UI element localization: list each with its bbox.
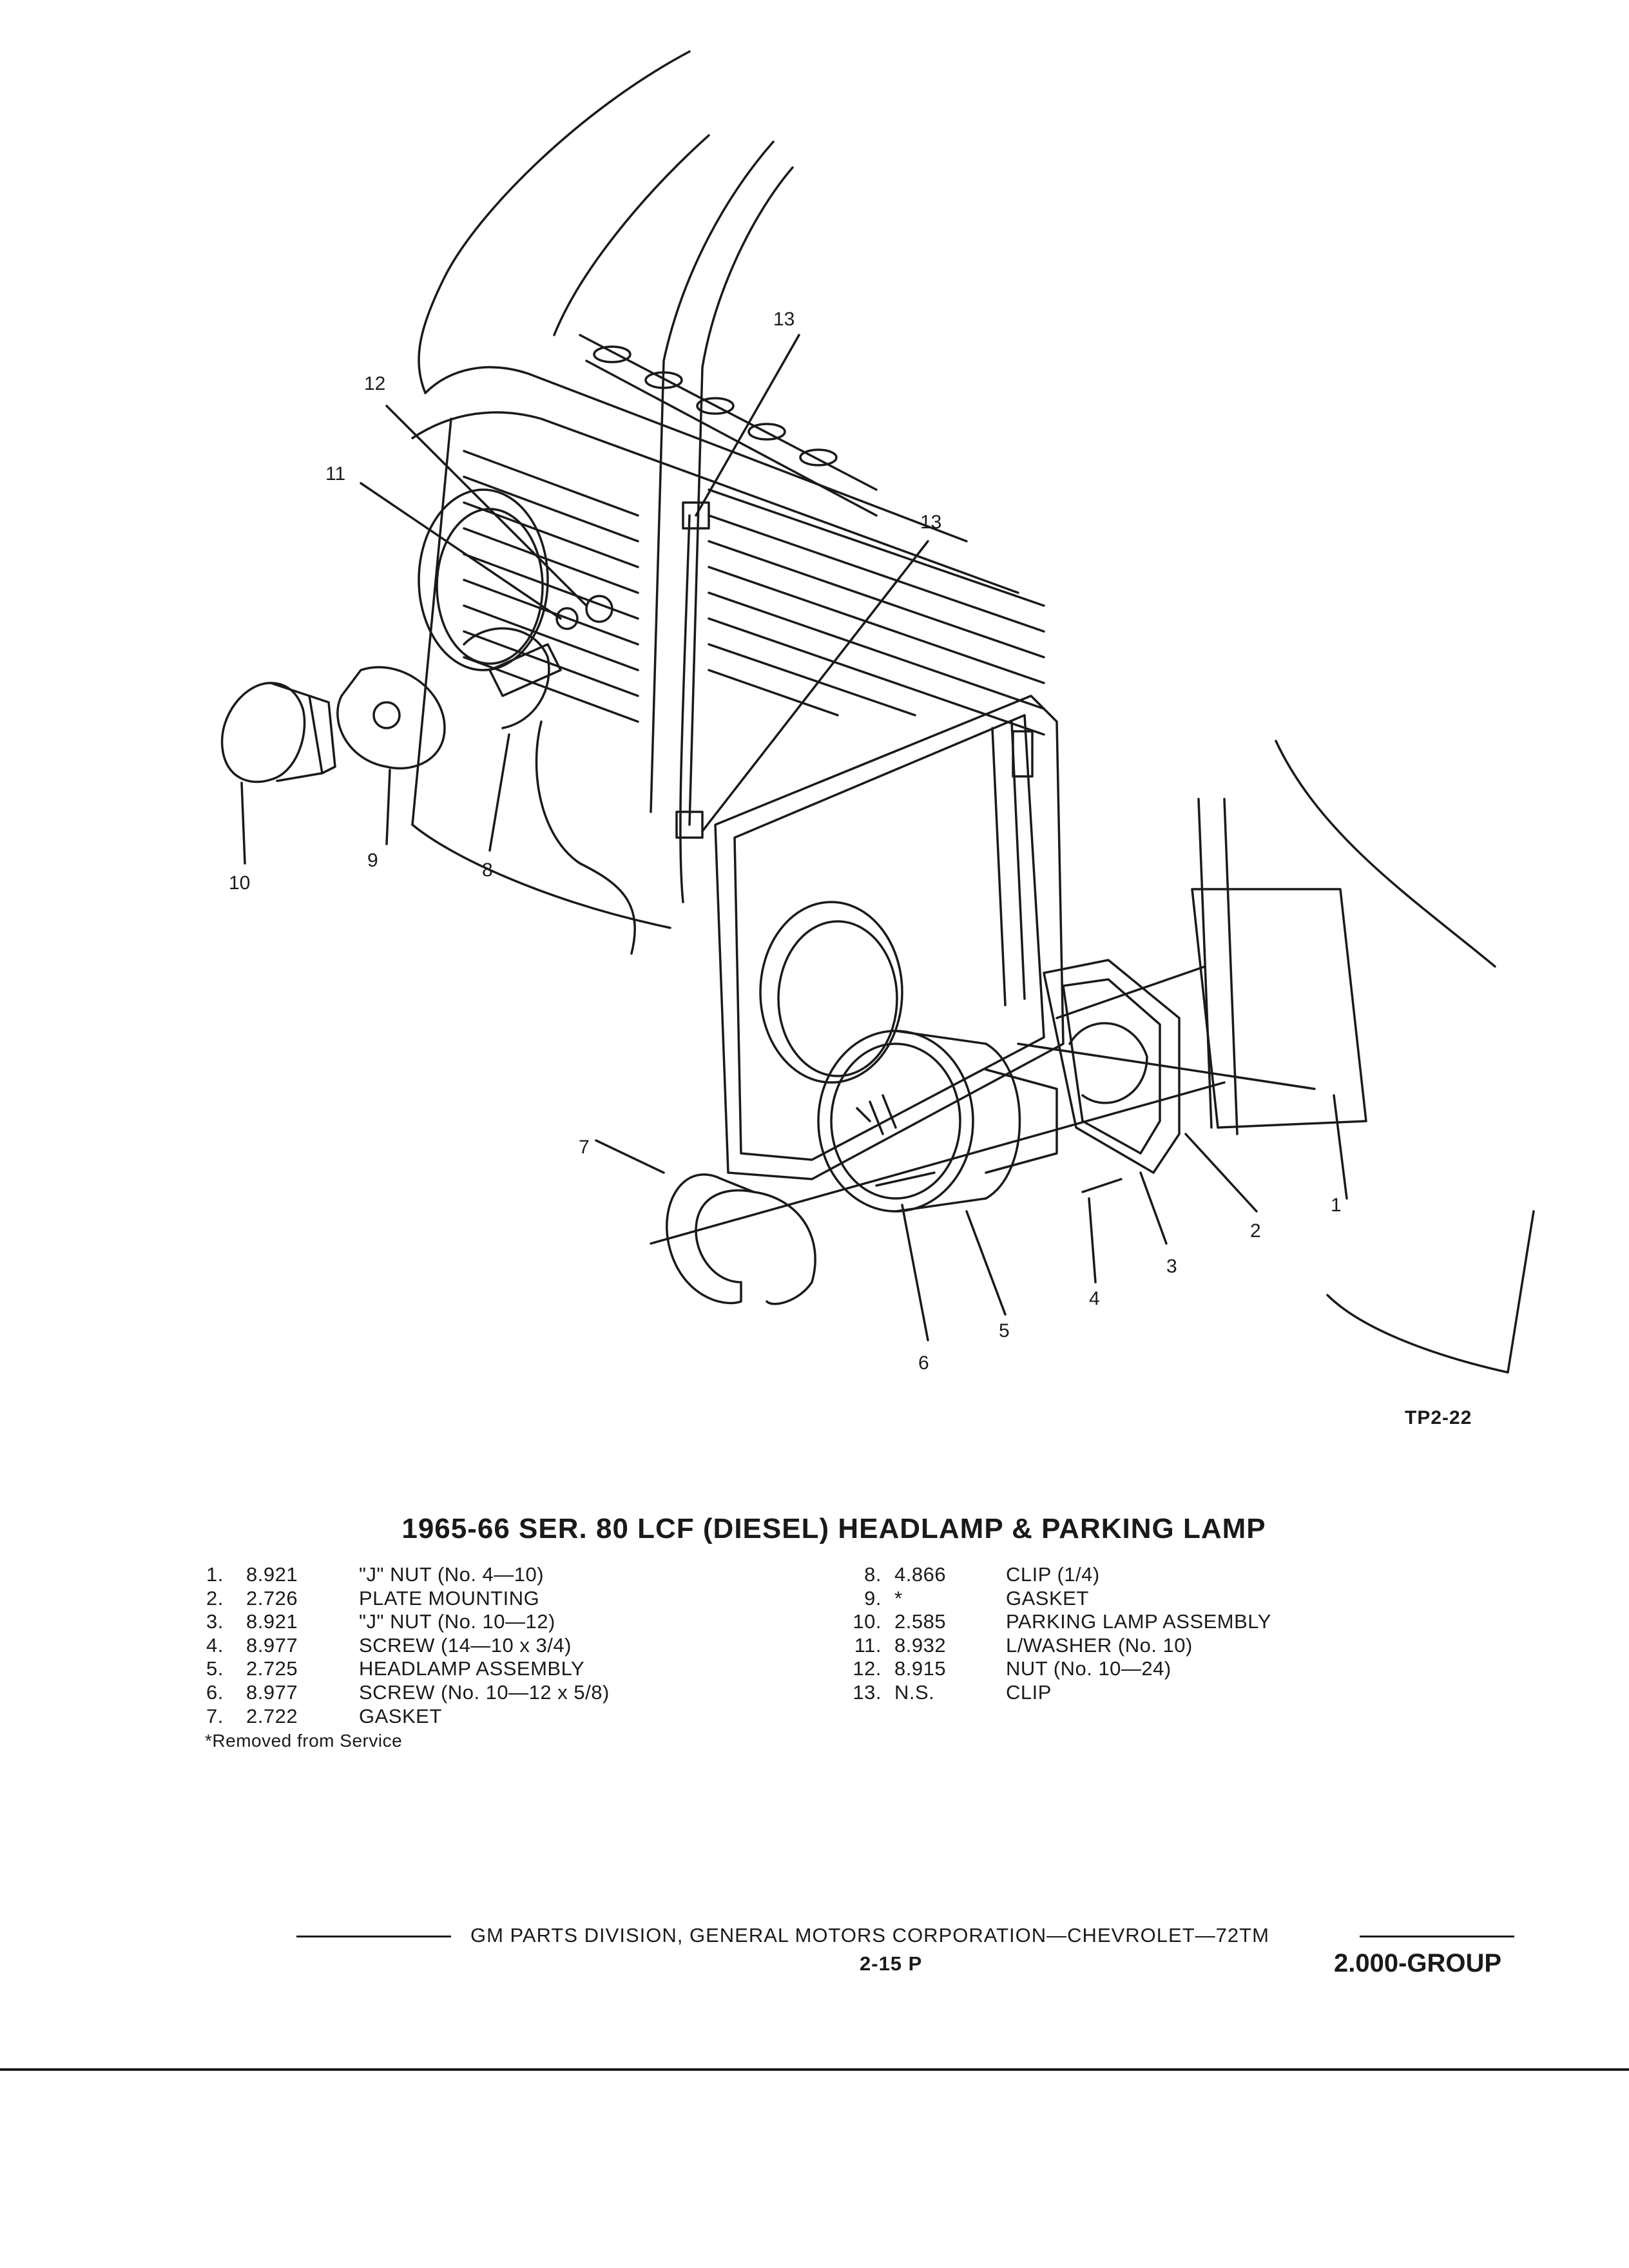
item-number: 4. <box>206 1633 224 1657</box>
parts-row: 13. N.S. CLIP <box>844 1681 1271 1705</box>
parts-row: 7. 2.722 GASKET <box>206 1705 610 1729</box>
part-description: "J" NUT (No. 10—12) <box>359 1610 555 1633</box>
item-number: 3. <box>206 1610 224 1633</box>
part-number: N.S. <box>894 1680 935 1704</box>
leader-8 <box>488 733 510 852</box>
part-description: PLATE MOUNTING <box>359 1586 540 1610</box>
parts-row: 12. 8.915 NUT (No. 10—24) <box>844 1657 1271 1681</box>
callout-8: 8 <box>482 860 493 881</box>
callout-7: 7 <box>579 1137 590 1158</box>
part-description: HEADLAMP ASSEMBLY <box>359 1657 585 1680</box>
item-number: 10. <box>853 1610 882 1633</box>
figure-code: TP2-22 <box>1405 1407 1472 1428</box>
part-description: CLIP (1/4) <box>1006 1563 1100 1586</box>
part-number: 2.725 <box>246 1657 298 1680</box>
parts-row: 4. 8.977 SCREW (14—10 x 3/4) <box>206 1634 610 1658</box>
callout-4: 4 <box>1089 1288 1100 1309</box>
item-number: 6. <box>206 1680 224 1704</box>
exploded-parts-diagram: 13 13 12 11 10 9 8 7 6 5 4 3 2 1 <box>220 50 1535 1374</box>
footnote: *Removed from Service <box>205 1731 403 1751</box>
part-number: 8.977 <box>246 1633 298 1657</box>
leader-6 <box>901 1204 929 1341</box>
item-number: 1. <box>206 1563 224 1586</box>
leader-13a <box>695 334 800 517</box>
item-number: 8. <box>864 1563 882 1586</box>
part-number: 8.921 <box>246 1563 298 1586</box>
cab-a-pillar <box>650 140 775 813</box>
group-number: 2.000-GROUP <box>1334 1949 1502 1977</box>
cab-roof-inner <box>553 134 710 336</box>
part-number: 8.977 <box>246 1680 298 1704</box>
footer-rule-left <box>296 1936 451 1937</box>
parts-row: 6. 8.977 SCREW (No. 10—12 x 5/8) <box>206 1681 610 1705</box>
parts-row: 8. 4.866 CLIP (1/4) <box>844 1563 1271 1587</box>
parking-lamp <box>220 682 306 783</box>
callout-13b: 13 <box>920 512 941 533</box>
callout-9: 9 <box>367 850 378 871</box>
callout-6: 6 <box>918 1352 929 1374</box>
part-description: SCREW (14—10 x 3/4) <box>359 1633 572 1657</box>
gasket-ring <box>666 1173 755 1305</box>
part-description: NUT (No. 10—24) <box>1006 1657 1171 1680</box>
page-number: 2-15 P <box>860 1952 923 1975</box>
callout-1: 1 <box>1331 1195 1342 1216</box>
cab-roof-curve <box>418 50 691 394</box>
callout-3: 3 <box>1166 1256 1177 1277</box>
parts-list-right: 8. 4.866 CLIP (1/4) 9. * GASKET 10. 2.585 PARK… <box>844 1563 1271 1705</box>
leader-12 <box>385 405 588 607</box>
item-number: 7. <box>206 1704 224 1727</box>
part-number: * <box>894 1586 903 1610</box>
leader-4 <box>1088 1197 1097 1283</box>
parts-row: 1. 8.921 "J" NUT (No. 4—10) <box>206 1563 610 1587</box>
callout-10: 10 <box>229 872 250 894</box>
leader-2 <box>1184 1133 1258 1213</box>
item-number: 12. <box>853 1657 882 1680</box>
part-number: 4.866 <box>894 1563 947 1586</box>
leader-9 <box>385 769 391 845</box>
callout-13a: 13 <box>773 309 795 330</box>
callout-5: 5 <box>999 1320 1010 1341</box>
leader-3 <box>1139 1171 1168 1245</box>
part-description: PARKING LAMP ASSEMBLY <box>1006 1610 1271 1633</box>
footer-text: GM PARTS DIVISION, GENERAL MOTORS CORPOR… <box>470 1924 1269 1946</box>
item-number: 2. <box>206 1586 224 1610</box>
parts-row: 3. 8.921 "J" NUT (No. 10—12) <box>206 1610 610 1634</box>
part-number: 2.722 <box>246 1704 298 1727</box>
part-number: 8.915 <box>894 1657 947 1680</box>
part-number: 2.726 <box>246 1586 298 1610</box>
leader-13b <box>701 540 929 832</box>
item-number: 11. <box>854 1633 882 1657</box>
part-number: 8.932 <box>894 1633 947 1657</box>
parts-row: 11. 8.932 L/WASHER (No. 10) <box>844 1634 1271 1658</box>
parts-row: 10. 2.585 PARKING LAMP ASSEMBLY <box>844 1610 1271 1634</box>
parts-row: 9. * GASKET <box>844 1587 1271 1611</box>
parts-list-left: 1. 8.921 "J" NUT (No. 4—10) 2. 2.726 PLATE M… <box>206 1563 610 1728</box>
leader-10 <box>240 782 246 865</box>
parts-row: 2. 2.726 PLATE MOUNTING <box>206 1587 610 1611</box>
leader-7 <box>595 1139 665 1174</box>
callout-11: 11 <box>325 463 345 485</box>
footer-rule-right <box>1360 1936 1514 1937</box>
part-number: 2.585 <box>894 1610 947 1633</box>
leader-5 <box>965 1210 1007 1316</box>
part-description: "J" NUT (No. 4—10) <box>359 1563 545 1586</box>
parts-row: 5. 2.725 HEADLAMP ASSEMBLY <box>206 1657 610 1681</box>
part-description: GASKET <box>359 1704 442 1727</box>
item-number: 13. <box>853 1680 882 1704</box>
page-title: 1965-66 SER. 80 LCF (DIESEL) HEADLAMP & … <box>401 1513 1266 1544</box>
part-number: 8.921 <box>246 1610 298 1633</box>
bottom-rule <box>0 2068 1629 2071</box>
item-number: 9. <box>864 1586 882 1610</box>
callout-12: 12 <box>364 373 385 394</box>
part-description: CLIP <box>1006 1680 1052 1704</box>
part-description: L/WASHER (No. 10) <box>1006 1633 1193 1657</box>
leader-11 <box>360 482 562 620</box>
callout-2: 2 <box>1250 1220 1261 1242</box>
item-number: 5. <box>206 1657 224 1680</box>
diagram-drawing: 13 13 12 11 10 9 8 7 6 5 4 3 2 1 <box>220 50 1535 1374</box>
part-description: SCREW (No. 10—12 x 5/8) <box>359 1680 610 1704</box>
part-description: GASKET <box>1006 1586 1089 1610</box>
leader-1 <box>1333 1094 1348 1200</box>
mounting-plate <box>1043 959 1181 1174</box>
